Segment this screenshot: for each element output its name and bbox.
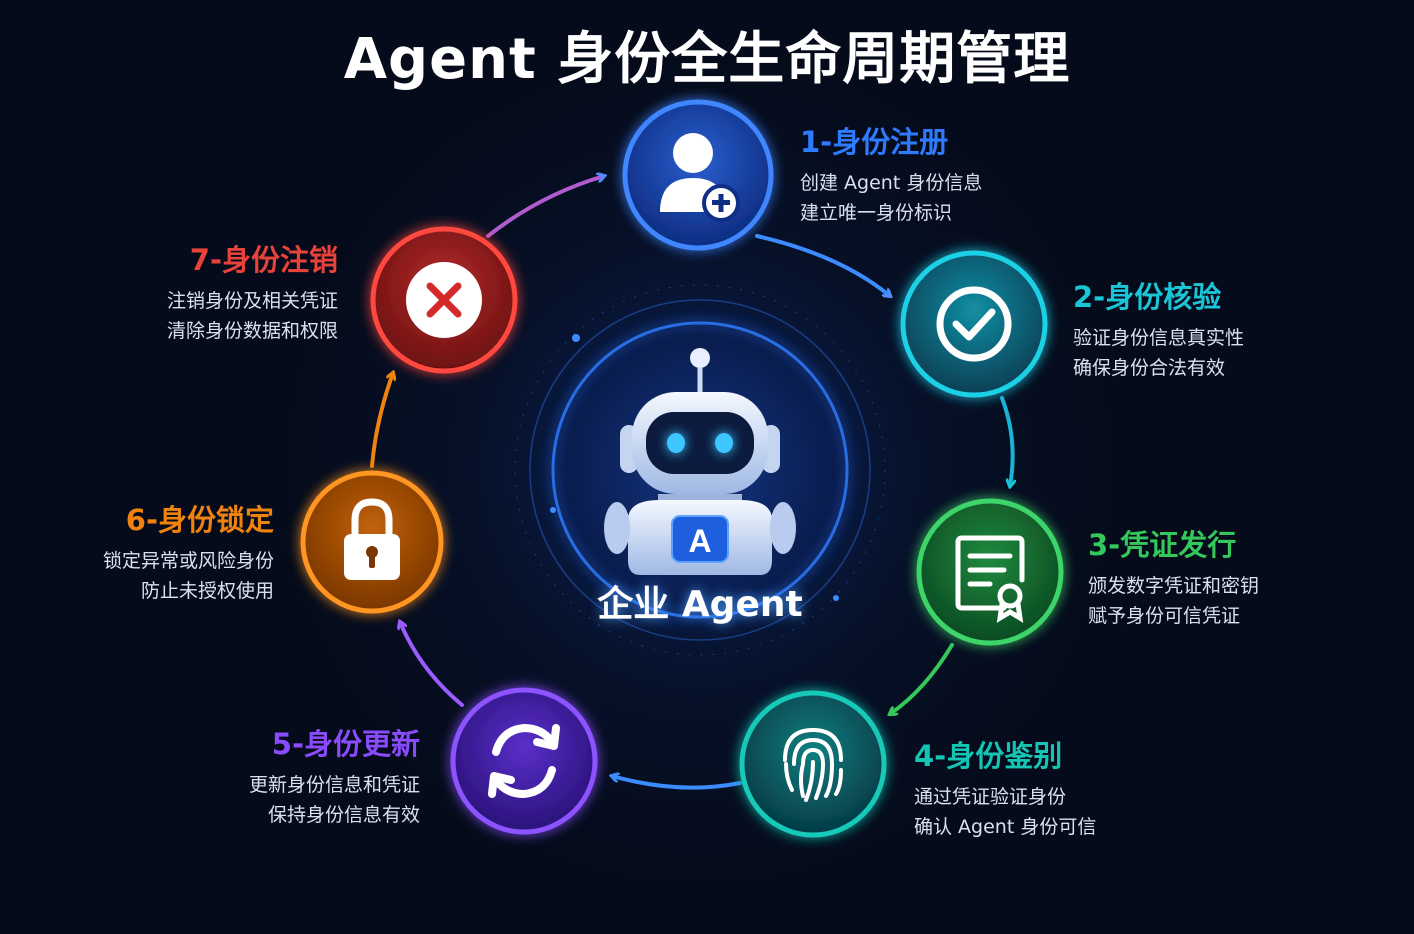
step-desc-line: 创建 Agent 身份信息 xyxy=(800,172,983,194)
step-title: 2-身份核验 xyxy=(1073,280,1222,314)
arrow-authenticate-to-update xyxy=(612,776,742,790)
step-issue-label: 3-凭证发行 颁发数字凭证和密钥 赋予身份可信凭证 xyxy=(1088,525,1414,631)
step-register-node[interactable] xyxy=(622,99,774,251)
fingerprint-icon xyxy=(783,727,843,802)
step-desc-line: 通过凭证验证身份 xyxy=(914,786,1067,808)
step-title: 7-身份注销 xyxy=(189,243,338,277)
step-desc-line: 锁定异常或风险身份 xyxy=(102,550,274,572)
step-desc-line: 确认 Agent 身份可信 xyxy=(914,816,1097,838)
step-revoke-node[interactable] xyxy=(370,226,518,374)
user-add-icon xyxy=(660,133,740,222)
step-desc-line: 验证身份信息真实性 xyxy=(1073,327,1245,349)
arrow-issue-to-authenticate xyxy=(890,643,954,714)
step-desc-line: 赋予身份可信凭证 xyxy=(1088,605,1241,627)
step-verify-label: 2-身份核验 验证身份信息真实性 确保身份合法有效 xyxy=(1073,277,1414,383)
arrow-register-to-verify xyxy=(755,234,890,296)
arrow-lock-to-revoke xyxy=(370,373,393,468)
step-title: 5-身份更新 xyxy=(271,727,420,761)
step-update-label: 5-身份更新 更新身份信息和凭证 保持身份信息有效 xyxy=(60,724,420,830)
step-verify-node[interactable] xyxy=(900,250,1048,398)
cycle-arrows xyxy=(370,176,1013,790)
check-circle-icon xyxy=(936,286,1012,362)
step-title: 6-身份锁定 xyxy=(125,503,274,537)
step-desc-line: 清除身份数据和权限 xyxy=(166,320,338,342)
step-issue-node[interactable] xyxy=(916,498,1064,646)
arrow-verify-to-issue xyxy=(1000,396,1013,486)
step-lock-label: 6-身份锁定 锁定异常或风险身份 防止未授权使用 xyxy=(0,500,274,606)
step-register-label: 1-身份注册 创建 Agent 身份信息 建立唯一身份标识 xyxy=(800,122,1160,228)
step-authenticate-label: 4-身份鉴别 通过凭证验证身份 确认 Agent 身份可信 xyxy=(914,736,1274,842)
step-title: 3-凭证发行 xyxy=(1088,528,1237,562)
padlock-icon xyxy=(344,498,400,580)
robot-icon: A xyxy=(604,348,796,575)
page-title: Agent 身份全生命周期管理 xyxy=(343,27,1071,92)
step-desc-line: 确保身份合法有效 xyxy=(1073,357,1226,379)
step-authenticate-node[interactable] xyxy=(739,690,887,838)
step-desc-line: 颁发数字凭证和密钥 xyxy=(1088,575,1260,597)
step-revoke-label: 7-身份注销 注销身份及相关凭证 清除身份数据和权限 xyxy=(0,240,338,346)
step-lock-node[interactable] xyxy=(300,470,444,614)
step-desc-line: 更新身份信息和凭证 xyxy=(248,774,420,796)
step-title: 4-身份鉴别 xyxy=(914,739,1063,773)
center-label: 企业 Agent xyxy=(597,584,803,625)
step-desc-line: 防止未授权使用 xyxy=(140,580,274,602)
step-desc-line: 注销身份及相关凭证 xyxy=(166,290,338,312)
step-desc-line: 保持身份信息有效 xyxy=(267,804,420,826)
arrow-revoke-to-register xyxy=(486,176,604,238)
step-update-node[interactable] xyxy=(450,687,598,835)
arrow-update-to-lock xyxy=(400,622,464,707)
step-title: 1-身份注册 xyxy=(800,125,949,159)
certificate-icon xyxy=(955,535,1025,623)
robot-badge: A xyxy=(688,523,711,559)
close-icon xyxy=(406,262,482,338)
step-desc-line: 建立唯一身份标识 xyxy=(800,202,953,224)
refresh-icon xyxy=(488,723,560,799)
